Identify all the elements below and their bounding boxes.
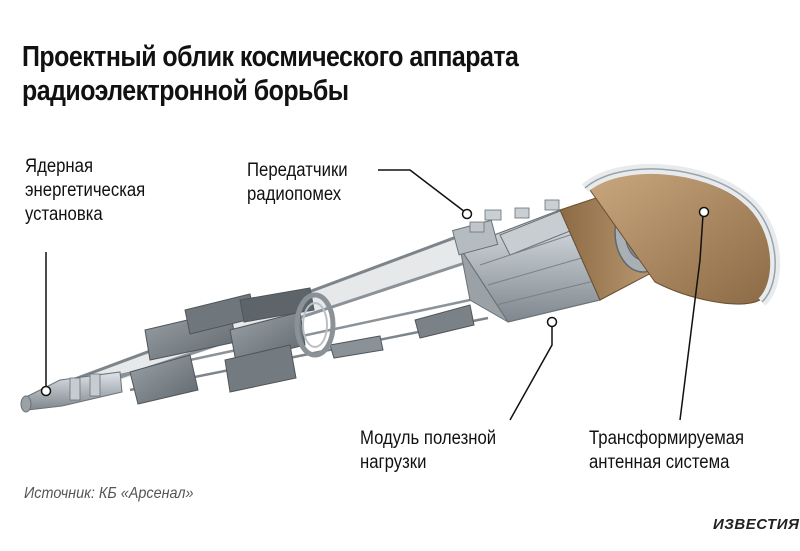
marker-payload bbox=[546, 316, 558, 328]
callout-nuclear-line-1: Ядерная bbox=[25, 156, 94, 177]
nuclear-power-unit bbox=[20, 371, 123, 413]
antenna-system bbox=[559, 163, 781, 306]
marker-antenna bbox=[698, 206, 710, 218]
source-caption: Источник: КБ «Арсенал» bbox=[24, 485, 194, 502]
callout-jammers-line-1: Передатчики bbox=[247, 160, 348, 181]
callout-jammer-transmitters: Передатчики радиопомех bbox=[247, 159, 348, 207]
jammer-transmitters bbox=[469, 199, 560, 233]
ring-frame bbox=[294, 292, 336, 358]
leader-jammers bbox=[378, 169, 466, 213]
callout-payload-line-1: Модуль полезной bbox=[360, 428, 497, 449]
leader-payload bbox=[509, 325, 553, 421]
title-line-1: Проектный облик космического аппарата bbox=[22, 41, 519, 73]
radiator-panels bbox=[129, 287, 475, 405]
callout-antenna-line-1: Трансформируемая bbox=[589, 428, 745, 449]
callout-payload-module: Модуль полезной нагрузки bbox=[360, 427, 496, 475]
callout-antenna-line-2: антенная система bbox=[589, 452, 730, 473]
callout-nuclear-line-2: энергетическая bbox=[25, 180, 146, 201]
callout-payload-line-2: нагрузки bbox=[360, 452, 427, 473]
title-line-2: радиоэлектронной борьбы bbox=[22, 75, 349, 107]
callout-jammers-line-2: радиопомех bbox=[247, 184, 342, 205]
callout-antenna-system: Трансформируемая антенная система bbox=[589, 427, 744, 475]
leader-antenna bbox=[679, 214, 704, 421]
marker-nuclear bbox=[40, 385, 52, 397]
callout-nuclear-power-unit: Ядерная энергетическая установка bbox=[25, 155, 145, 227]
callout-nuclear-line-3: установка bbox=[25, 204, 103, 225]
leader-markers bbox=[40, 206, 710, 397]
leader-lines bbox=[45, 169, 704, 421]
page-title: Проектный облик космического аппарата ра… bbox=[22, 40, 624, 108]
marker-jammers bbox=[461, 208, 473, 220]
izvestia-logo: ИЗВЕСТИЯ bbox=[713, 516, 800, 533]
